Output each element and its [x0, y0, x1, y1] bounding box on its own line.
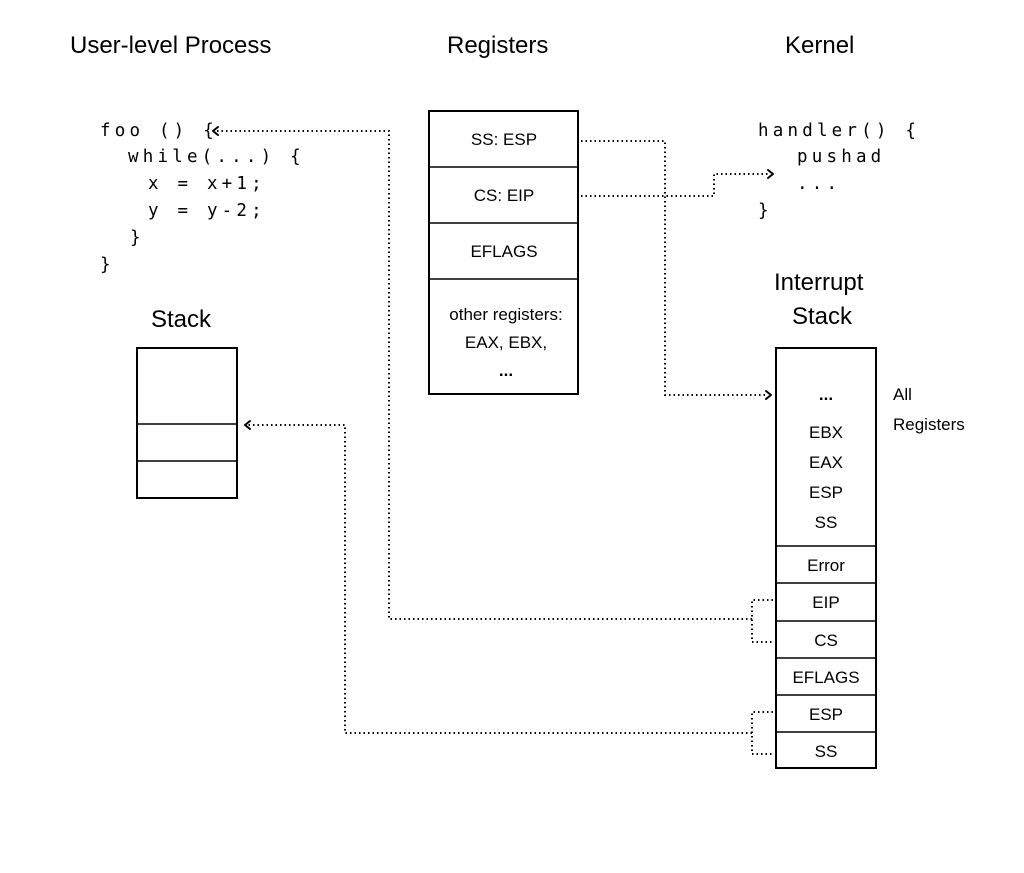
registers-outline [428, 110, 579, 395]
user-stack-outline [136, 347, 238, 499]
arrowhead-handler [767, 169, 774, 179]
interrupt-stack-box: ... EBX EAX ESP SS Error EIP CS EFLAGS E… [775, 347, 877, 769]
register-other-line2: EAX, EBX, [465, 333, 547, 352]
interrupt-stack-outline [775, 347, 877, 769]
istack-dots: ... [819, 385, 833, 404]
heading-registers: Registers [447, 32, 548, 59]
all-registers-line1: All [893, 385, 912, 404]
user-code-block: foo () { while(...) { x = x+1; y = y-2; … [100, 121, 305, 275]
istack-ss: SS [815, 742, 838, 761]
code-line: foo () { [100, 121, 218, 141]
all-registers-line2: Registers [893, 415, 965, 434]
istack-eip: EIP [812, 593, 839, 612]
istack-error: Error [807, 556, 845, 575]
user-stack-box [136, 347, 238, 499]
arrowhead-interrupt-stack [765, 390, 772, 400]
connector-esp-ss-to-user-stack [248, 424, 752, 734]
code-line: while(...) { [128, 147, 305, 167]
register-cs-eip: CS: EIP [474, 186, 534, 205]
register-eflags: EFLAGS [470, 242, 537, 261]
arrowhead-user-stack [244, 420, 251, 430]
bracket-esp-ss [751, 711, 773, 755]
code-line: x = x+1; [148, 174, 266, 194]
registers-box: SS: ESP CS: EIP EFLAGS other registers: … [428, 110, 579, 395]
istack-ebx: EBX [809, 423, 843, 442]
istack-esp-saved: ESP [809, 483, 843, 502]
connector-cs-eip-to-handler [581, 173, 770, 197]
arrowhead-foo [212, 126, 219, 136]
register-ss-esp: SS: ESP [471, 130, 537, 149]
register-other-line3: ... [499, 361, 513, 380]
istack-esp: ESP [809, 705, 843, 724]
istack-eflags: EFLAGS [792, 668, 859, 687]
code-line: ... [797, 174, 841, 194]
heading-interrupt-stack-line2: Stack [792, 303, 853, 330]
code-line: } [100, 255, 115, 275]
istack-cs: CS [814, 631, 838, 650]
heading-interrupt-stack-line1: Interrupt [774, 269, 864, 296]
register-other-line1: other registers: [449, 305, 562, 324]
istack-eax: EAX [809, 453, 843, 472]
heading-user-process: User-level Process [70, 32, 271, 59]
connector-eip-cs-to-foo [216, 130, 752, 620]
code-line: handler() { [758, 121, 920, 141]
code-line: pushad [797, 147, 885, 167]
code-line: } [758, 201, 773, 221]
istack-ss-saved: SS [815, 513, 838, 532]
code-line: y = y-2; [148, 201, 266, 221]
connector-ss-esp-to-interrupt-stack [581, 140, 768, 396]
kernel-code-block: handler() { pushad ... } [758, 121, 920, 221]
heading-stack: Stack [151, 306, 212, 333]
code-line: } [130, 228, 145, 248]
heading-kernel: Kernel [785, 32, 854, 59]
bracket-eip-cs [751, 599, 773, 643]
